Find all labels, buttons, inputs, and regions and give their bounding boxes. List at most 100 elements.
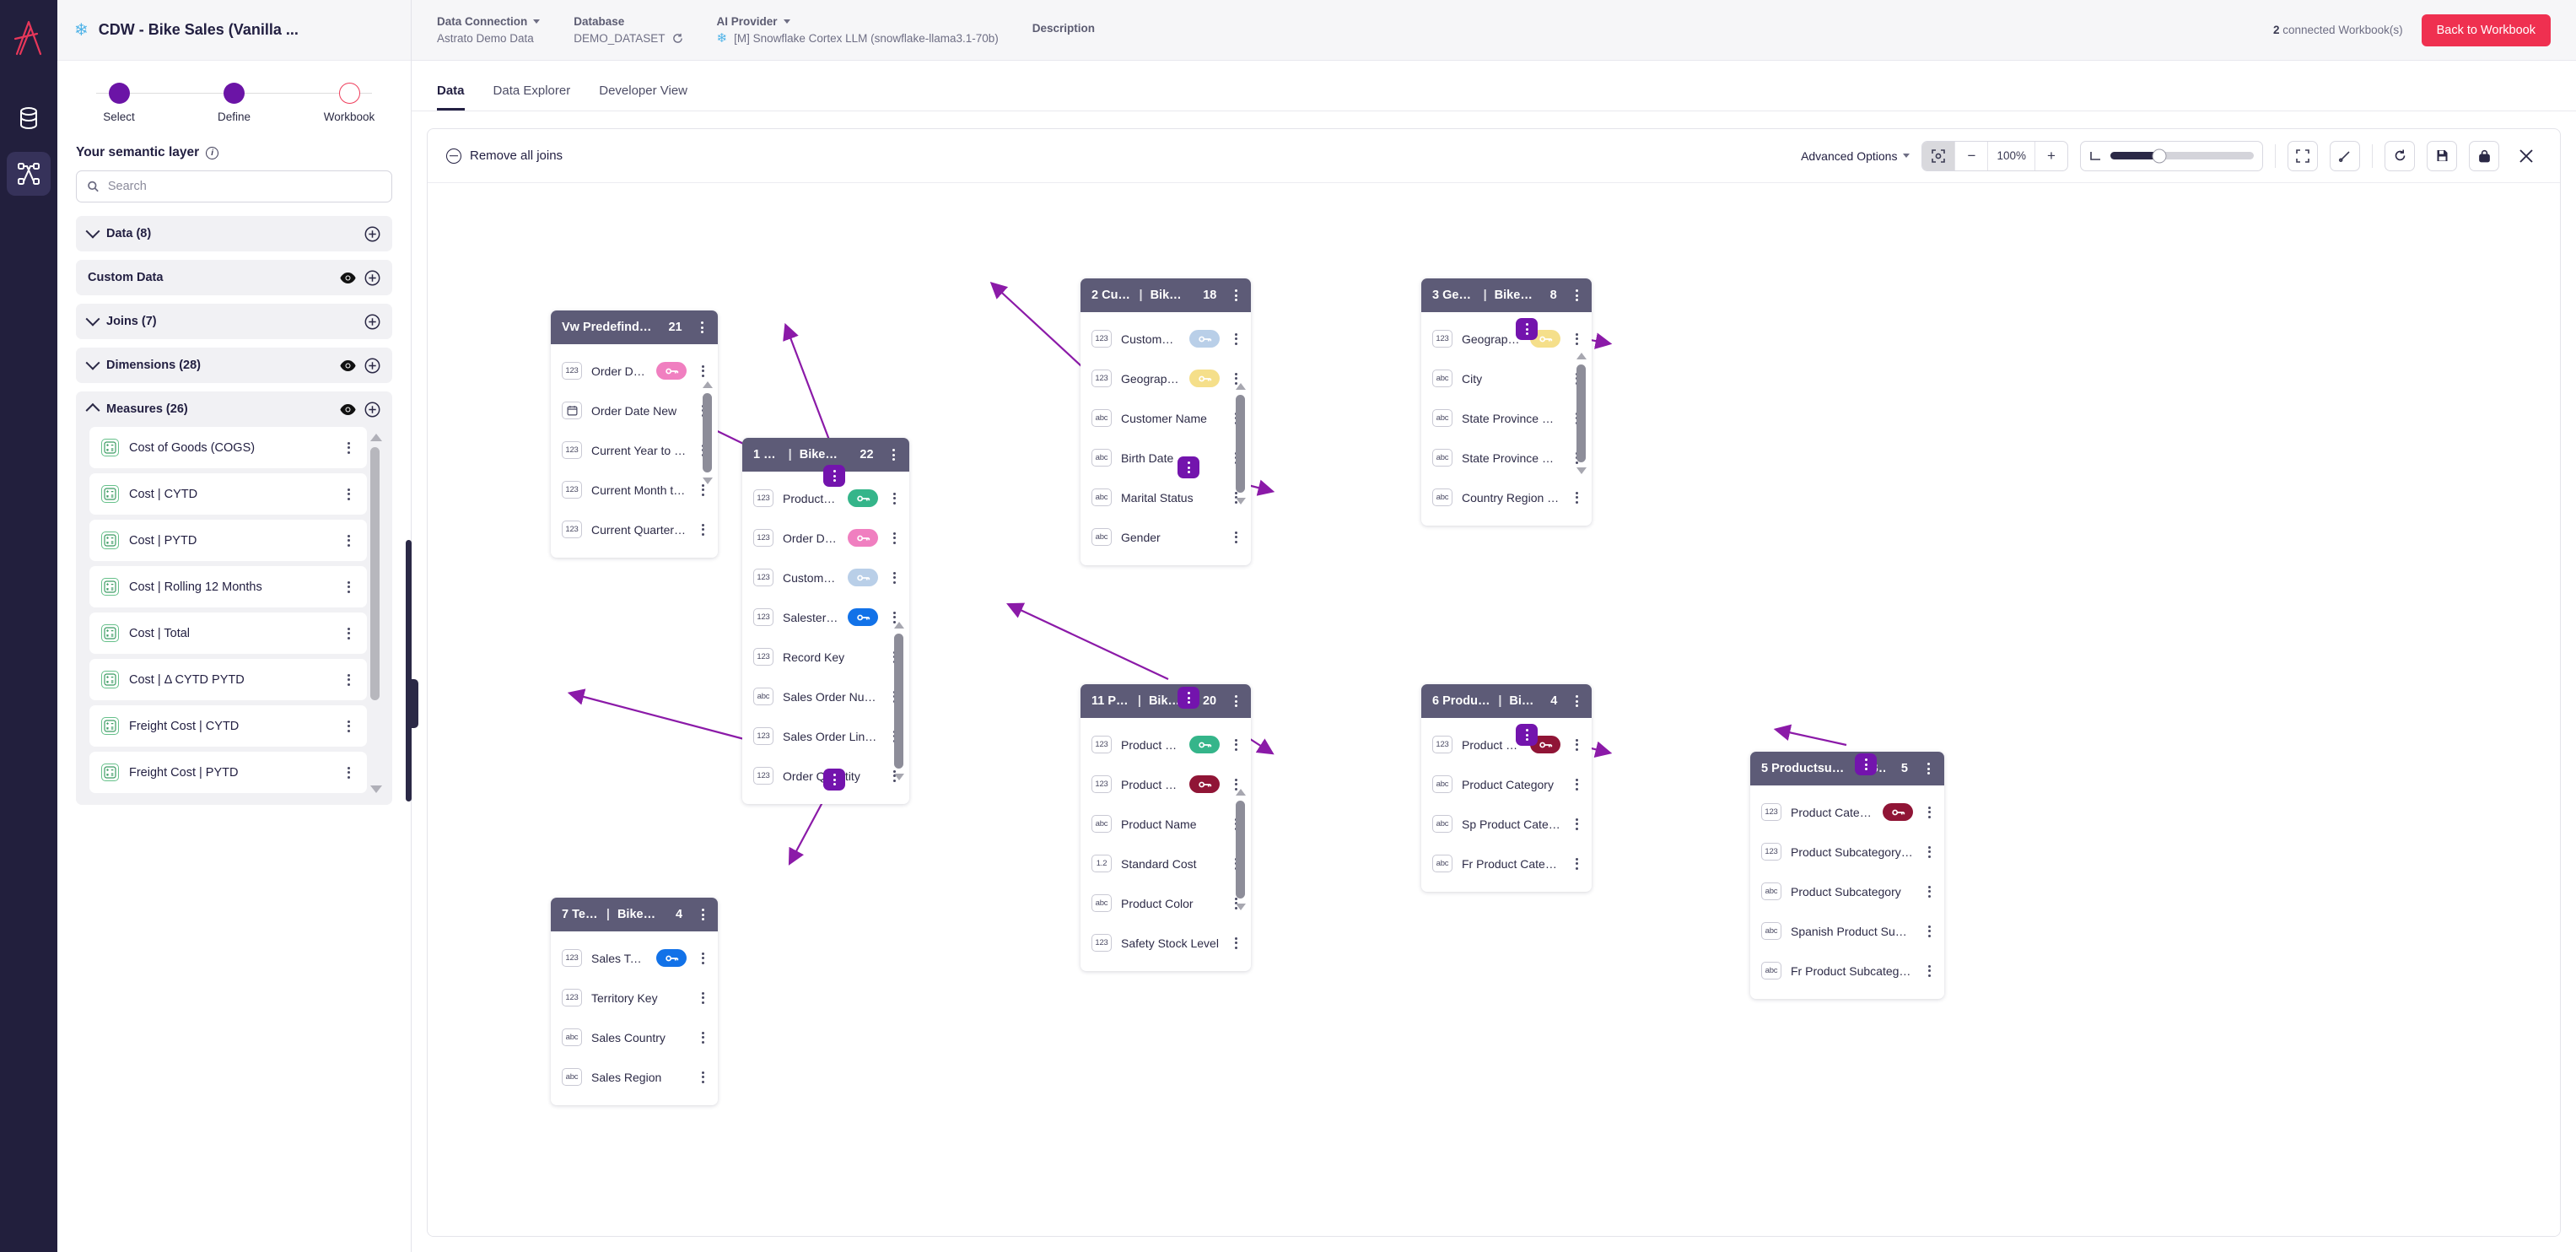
key-badge-green[interactable] [848,489,878,507]
key-badge-pink[interactable] [848,529,878,547]
chevron-down-icon[interactable] [783,19,790,24]
field-menu-icon[interactable] [1570,818,1583,830]
tab-developer-view[interactable]: Developer View [599,84,688,98]
key-badge-darkred[interactable] [1883,803,1913,821]
join-badge-date[interactable] [823,465,845,487]
scroll-down-arrow[interactable] [1235,498,1246,505]
field-menu-icon[interactable] [696,991,709,1004]
table-node-scrollbar[interactable] [1575,353,1587,474]
field-menu-icon[interactable] [1229,936,1242,949]
table-node-header[interactable]: 6 Productcategory|Bikes ...4 [1421,684,1592,718]
info-icon[interactable]: i [206,146,219,159]
table-field-row[interactable]: 123Salesterritorykey [742,597,909,637]
field-menu-icon[interactable] [696,952,709,964]
scroll-thumb[interactable] [894,634,903,769]
table-node-menu-icon[interactable] [1924,763,1933,774]
field-menu-icon[interactable] [696,1071,709,1083]
lock-icon[interactable] [2469,140,2499,171]
scroll-thumb[interactable] [1236,801,1245,899]
field-menu-icon[interactable] [1922,885,1936,898]
table-node-menu-icon[interactable] [1232,695,1240,707]
field-menu-icon[interactable] [1922,806,1936,818]
measure-item[interactable]: Cost | Rolling 12 Months [89,566,367,607]
field-menu-icon[interactable] [1570,491,1583,504]
table-node-menu-icon[interactable] [1232,289,1240,301]
astrato-logo-icon[interactable] [9,19,48,57]
tab-data-explorer[interactable]: Data Explorer [493,84,571,98]
scroll-thumb[interactable] [370,447,380,700]
group-header[interactable]: Joins (7) [76,304,392,339]
join-badge-subcategory[interactable] [1855,753,1877,775]
add-item-button[interactable] [364,358,380,374]
table-field-row[interactable]: Order Date New [551,391,718,430]
joins-graph-icon[interactable] [7,152,51,196]
table-node-scrollbar[interactable] [701,381,714,484]
spacing-slider[interactable] [2110,148,2254,163]
field-menu-icon[interactable] [1570,738,1583,751]
key-badge-lightblue[interactable] [1189,330,1220,348]
table-node-scrollbar[interactable] [1234,789,1247,910]
database-icon[interactable] [7,96,51,140]
measure-item[interactable]: Cost | PYTD [89,520,367,561]
measure-item[interactable]: Cost | Δ CYTD PYTD [89,659,367,700]
fit-to-screen-icon[interactable] [1922,141,1955,170]
field-menu-icon[interactable] [1922,925,1936,937]
field-menu-icon[interactable] [696,483,709,496]
field-menu-icon[interactable] [1570,332,1583,345]
field-menu-icon[interactable] [887,571,901,584]
remove-all-joins-button[interactable]: Remove all joins [446,148,563,164]
key-badge-darkred[interactable] [1530,736,1560,753]
table-node-products[interactable]: 11 Products|Bikes Sales20123Product Key1… [1081,684,1251,971]
meta-ai-provider[interactable]: AI Provider❄[M] Snowflake Cortex LLM (sn… [717,15,999,45]
table-node-header[interactable]: 2 Customers|Bikes Sales18 [1081,278,1251,312]
close-icon[interactable] [2511,141,2541,171]
zoom-in-button[interactable]: + [2047,147,2056,164]
reset-layout-icon[interactable] [2385,140,2415,171]
diagonal-line-icon[interactable] [2330,140,2360,171]
tab-data[interactable]: Data [437,84,465,111]
wizard-step-select[interactable]: Select [86,83,152,123]
scroll-down-arrow[interactable] [1576,467,1587,474]
add-item-button[interactable] [364,314,380,330]
join-badge-category[interactable] [1516,724,1538,746]
scroll-down-arrow[interactable] [1235,904,1246,910]
field-menu-icon[interactable] [1229,738,1242,751]
panel-collapse-handle[interactable] [407,679,418,728]
field-menu-icon[interactable] [1229,531,1242,543]
row-menu-icon[interactable] [342,488,355,500]
row-menu-icon[interactable] [342,580,355,593]
field-menu-icon[interactable] [1229,332,1242,345]
scroll-up-arrow[interactable] [702,381,713,388]
key-badge-green[interactable] [1189,736,1220,753]
group-header[interactable]: Dimensions (28) [76,348,392,383]
scroll-up-arrow[interactable] [893,622,904,629]
wizard-step-workbook[interactable]: Workbook [316,83,382,123]
field-menu-icon[interactable] [696,364,709,377]
field-menu-icon[interactable] [696,1031,709,1044]
table-node-menu-icon[interactable] [698,321,707,333]
wizard-step-define[interactable]: Define [202,83,267,123]
table-node-geography[interactable]: 3 Geography|Bikes Sales8123Geography Key… [1421,278,1592,526]
visibility-toggle[interactable] [340,403,356,415]
table-node-menu-icon[interactable] [1573,695,1581,707]
table-node-header[interactable]: 3 Geography|Bikes Sales8 [1421,278,1592,312]
table-node-sales[interactable]: 1 Sales|Bikes Sales22123Product Key123Or… [742,438,909,804]
join-badge-geography[interactable] [1516,318,1538,340]
scroll-down-arrow[interactable] [893,774,904,780]
